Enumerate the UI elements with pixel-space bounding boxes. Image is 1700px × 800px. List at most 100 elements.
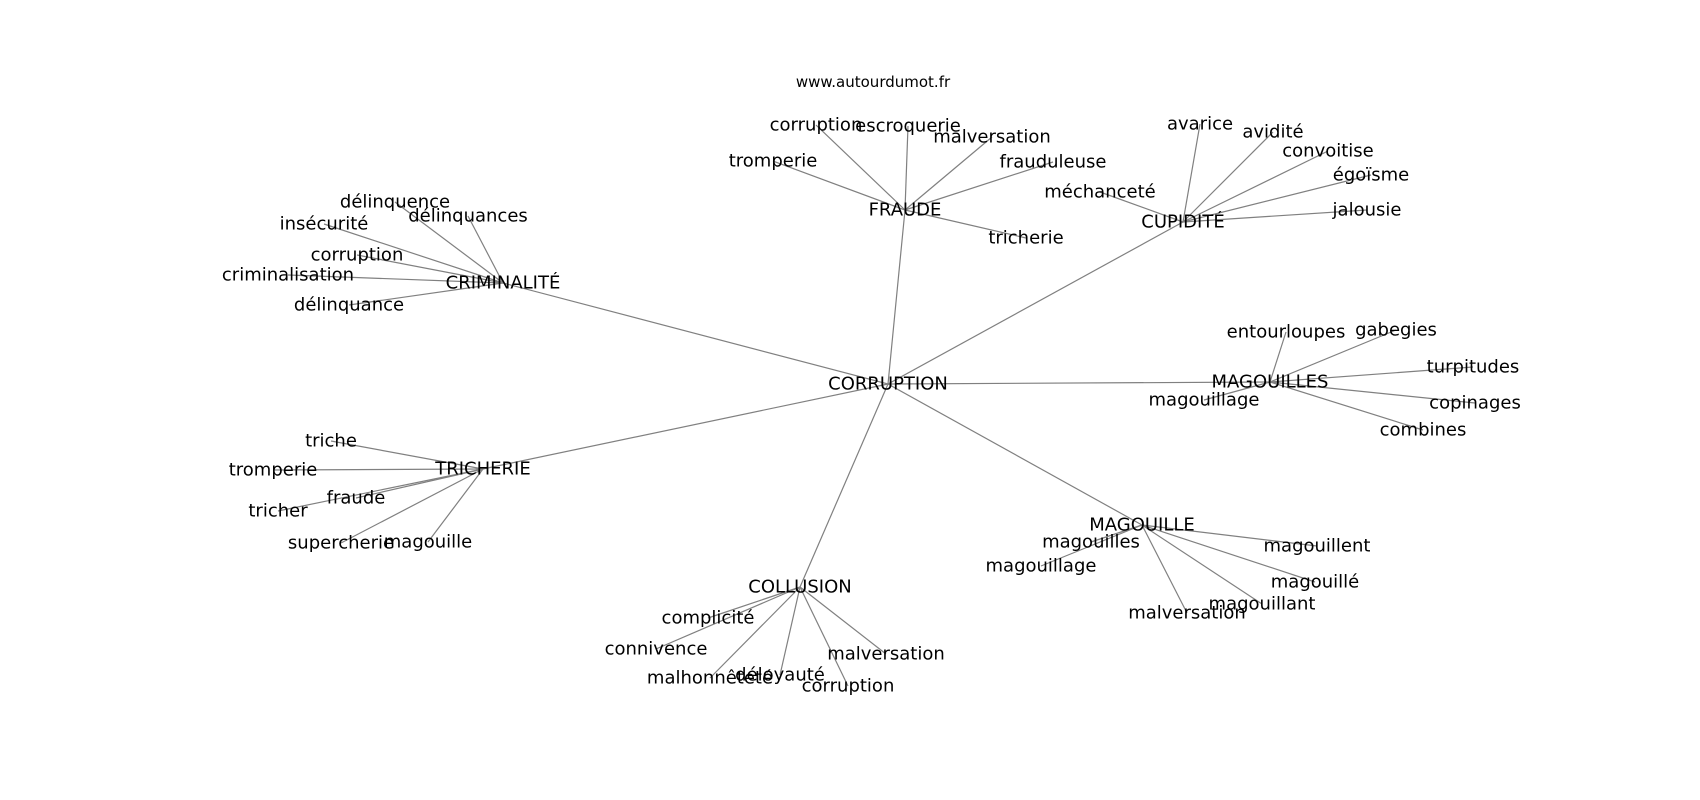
- edge-criminalite-delinquance: [348, 282, 504, 306]
- leaf-node-tricherie-triche: triche: [305, 431, 357, 452]
- edge-center-cupidite: [887, 221, 1184, 385]
- leaf-node-magouille-magouilles: magouilles: [1042, 532, 1140, 553]
- edge-tricherie-tricher: [277, 468, 484, 512]
- center-node: CORRUPTION: [828, 374, 948, 395]
- hub-node-magouille: MAGOUILLE: [1089, 515, 1195, 536]
- leaf-node-criminalite-delinquance: délinquance: [294, 295, 404, 316]
- leaf-node-collusion-connivence: connivence: [605, 639, 708, 660]
- edge-collusion-complicite: [707, 586, 801, 619]
- leaf-node-collusion-complicite: complicité: [662, 608, 755, 629]
- hub-node-fraude: FRAUDE: [869, 200, 942, 221]
- edge-center-tricherie: [482, 383, 889, 470]
- edge-center-collusion: [799, 383, 889, 588]
- edge-fraude-tricherie: [904, 209, 1027, 239]
- leaf-node-magouilles-copinages: copinages: [1429, 393, 1521, 414]
- edge-tricherie-triche: [330, 440, 484, 470]
- hub-node-tricherie: TRICHERIE: [434, 459, 530, 480]
- edge-magouille-magouillage: [1040, 524, 1143, 567]
- edge-magouilles-copinages: [1269, 381, 1476, 404]
- leaf-node-tricherie-fraude: fraude: [327, 488, 386, 509]
- edge-fraude-malversation: [904, 136, 993, 211]
- edge-magouille-magouillant: [1141, 524, 1263, 605]
- leaf-node-cupidite-avarice: avarice: [1167, 114, 1233, 135]
- edge-fraude-escroquerie: [904, 125, 909, 211]
- leaf-node-criminalite-delinquances: délinquances: [408, 206, 528, 227]
- leaf-node-fraude-malversation: malversation: [933, 127, 1051, 148]
- hub-node-criminalite: CRIMINALITÉ: [446, 272, 561, 294]
- edge-cupidite-egoisme: [1182, 174, 1372, 223]
- edge-center-criminalite: [502, 282, 889, 385]
- edge-cupidite-avidite: [1182, 131, 1274, 223]
- edge-center-fraude: [887, 209, 906, 385]
- leaf-node-magouilles-magouillage: magouillage: [1149, 390, 1260, 411]
- leaf-node-magouille-magouillage: magouillage: [986, 556, 1097, 577]
- site-label: www.autourdumot.fr: [796, 73, 951, 91]
- leaf-node-magouilles-entourloupes: entourloupes: [1227, 322, 1346, 343]
- leaf-node-collusion-corruption: corruption: [802, 676, 895, 697]
- leaf-node-magouilles-turpitudes: turpitudes: [1427, 357, 1520, 378]
- leaf-node-magouille-magouillent: magouillent: [1264, 536, 1371, 557]
- edge-fraude-tromperie: [772, 160, 906, 211]
- leaf-node-fraude-tromperie: tromperie: [729, 151, 818, 172]
- edge-cupidite-avarice: [1182, 123, 1201, 223]
- leaf-node-criminalite-delinquence: délinquence: [340, 192, 450, 213]
- leaf-node-tricherie-tricher: tricher: [248, 501, 308, 522]
- edge-magouilles-entourloupes: [1269, 331, 1287, 383]
- leaf-node-fraude-escroquerie: escroquerie: [855, 116, 961, 137]
- edge-fraude-corruption: [815, 124, 906, 211]
- leaf-node-cupidite-egoisme: égoïsme: [1333, 165, 1410, 186]
- leaf-node-magouille-magouillant: magouillant: [1209, 594, 1316, 615]
- leaf-node-tricherie-supercherie: supercherie: [288, 533, 394, 554]
- leaf-node-cupidite-convoitise: convoitise: [1282, 141, 1374, 162]
- leaf-node-cupidite-jalousie: jalousie: [1332, 200, 1402, 221]
- leaf-node-criminalite-criminalisation: criminalisation: [222, 265, 354, 286]
- hub-node-collusion: COLLUSION: [748, 577, 851, 598]
- leaf-node-magouille-malversation: malversation: [1128, 603, 1246, 624]
- edge-collusion-malhonnetete: [709, 586, 801, 679]
- edge-cupidite-convoitise: [1182, 150, 1329, 223]
- edge-criminalite-insecurite: [323, 223, 504, 284]
- leaf-node-magouilles-combines: combines: [1380, 420, 1467, 441]
- edge-criminalite-corruption: [356, 254, 504, 284]
- leaf-node-magouille-magouille: magouillé: [1271, 572, 1360, 593]
- graph-nodes: CORRUPTIONFRAUDEcorruptionescroqueriemal…: [222, 114, 1521, 697]
- edge-tricherie-tromperie: [272, 468, 484, 471]
- edge-criminalite-delinquence: [394, 201, 504, 284]
- leaf-node-criminalite-corruption: corruption: [311, 245, 404, 266]
- edge-magouilles-magouillage: [1203, 381, 1271, 401]
- leaf-node-fraude-tricherie: tricherie: [988, 228, 1063, 249]
- edge-magouille-malversation: [1141, 524, 1188, 614]
- edge-collusion-corruption: [799, 586, 849, 687]
- edge-cupidite-mechancete: [1099, 191, 1184, 223]
- edge-magouille-magouille: [1141, 524, 1316, 583]
- edge-magouilles-turpitudes: [1269, 366, 1474, 383]
- leaf-node-magouilles-gabegies: gabegies: [1355, 320, 1437, 341]
- leaf-node-fraude-corruption: corruption: [770, 115, 863, 136]
- leaf-node-tricherie-magouille: magouille: [384, 532, 473, 553]
- leaf-node-cupidite-mechancete: méchanceté: [1044, 182, 1155, 203]
- edge-cupidite-jalousie: [1182, 209, 1368, 223]
- edge-center-magouilles: [887, 381, 1271, 385]
- leaf-node-collusion-malhonnetete: malhonnêteté: [647, 668, 773, 689]
- leaf-node-cupidite-avidite: avidité: [1242, 122, 1303, 143]
- leaf-node-collusion-malversation: malversation: [827, 644, 945, 665]
- edge-fraude-frauduleuse: [904, 161, 1054, 211]
- edge-collusion-malversation: [799, 586, 887, 655]
- leaf-node-tricherie-tromperie: tromperie: [229, 460, 318, 481]
- edge-magouille-magouillent: [1141, 524, 1318, 547]
- leaf-node-collusion-deloyaute: déloyauté: [735, 665, 825, 686]
- leaf-node-criminalite-insecurite: insécurité: [280, 214, 369, 235]
- edge-magouilles-combines: [1269, 381, 1424, 431]
- hub-node-cupidite: CUPIDITÉ: [1141, 211, 1224, 233]
- edge-center-magouille: [887, 383, 1143, 526]
- edge-collusion-connivence: [655, 586, 801, 650]
- graph-edges: [272, 123, 1476, 687]
- edge-collusion-deloyaute: [779, 586, 801, 676]
- edge-magouilles-gabegies: [1269, 329, 1397, 383]
- hub-node-magouilles: MAGOUILLES: [1212, 372, 1329, 393]
- edge-tricherie-supercherie: [340, 468, 484, 544]
- edge-tricherie-magouille: [427, 468, 484, 543]
- leaf-node-fraude-frauduleuse: frauduleuse: [1000, 152, 1107, 173]
- edge-criminalite-criminalisation: [287, 274, 504, 284]
